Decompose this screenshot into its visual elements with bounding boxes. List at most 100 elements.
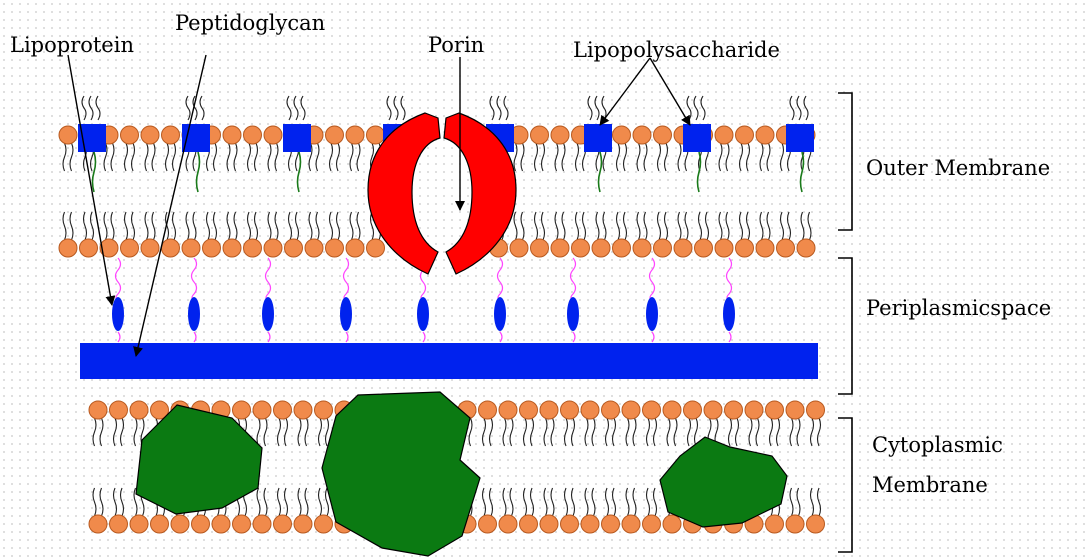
lipopolysaccharide-icon [283, 96, 311, 192]
phospholipid-icon [141, 126, 159, 171]
phospholipid-icon [561, 488, 579, 533]
phospholipid-icon [110, 401, 128, 446]
cytoplasmic-label: Cytoplasmic [872, 433, 1003, 457]
phospholipid-icon [622, 401, 640, 446]
phospholipid-icon [613, 212, 631, 257]
membrane-protein-icon [660, 437, 787, 527]
phospholipid-icon [766, 401, 784, 446]
lipoprotein-icon [494, 258, 506, 342]
phospholipid-icon [80, 212, 98, 257]
phospholipid-icon [745, 401, 763, 446]
porin-label: Porin [428, 33, 484, 57]
phospholipid-icon [253, 401, 271, 446]
lipoprotein-icon [567, 258, 579, 342]
phospholipid-icon [253, 488, 271, 533]
phospholipid-icon [674, 212, 692, 257]
phospholipid-icon [581, 401, 599, 446]
phospholipid-icon [633, 126, 651, 171]
phospholipid-icon [643, 401, 661, 446]
phospholipid-icon [695, 212, 713, 257]
phospholipid-icon [654, 126, 672, 171]
periplasmic-space-label: Periplasmicspace [866, 296, 1051, 320]
phospholipid-icon [59, 126, 77, 171]
phospholipid-icon [602, 401, 620, 446]
phospholipid-icon [531, 126, 549, 171]
phospholipid-icon [540, 401, 558, 446]
phospholipid-icon [715, 126, 733, 171]
phospholipid-icon [540, 488, 558, 533]
lipoprotein-icon [262, 258, 274, 342]
phospholipid-icon [479, 488, 497, 533]
phospholipid-icon [223, 126, 241, 171]
phospholipid-icon [244, 126, 262, 171]
phospholipid-icon [561, 401, 579, 446]
phospholipid-icon [274, 401, 292, 446]
phospholipid-icon [756, 126, 774, 171]
phospholipid-icon [499, 488, 517, 533]
phospholipid-icon [264, 126, 282, 171]
phospholipid-icon [602, 488, 620, 533]
lipoprotein-icon [646, 258, 658, 342]
lipoprotein-icon [340, 258, 352, 342]
phospholipid-icon [346, 212, 364, 257]
lipopolysaccharide-arrow-left [600, 58, 650, 125]
phospholipid-icon [203, 212, 221, 257]
phospholipid-icon [520, 401, 538, 446]
lipopolysaccharide-icon [786, 96, 814, 192]
phospholipid-icon [110, 488, 128, 533]
lipopolysaccharide-icon [78, 96, 106, 192]
phospholipid-icon [520, 488, 538, 533]
membrane-protein-icon [136, 405, 262, 514]
phospholipid-icon [807, 488, 825, 533]
phospholipid-icon [305, 212, 323, 257]
outer-membrane-bracket [838, 93, 852, 230]
phospholipid-icon [756, 212, 774, 257]
phospholipid-icon [182, 212, 200, 257]
lipoprotein-label: Lipoprotein [10, 33, 134, 57]
phospholipid-icon [121, 126, 139, 171]
phospholipid-icon [684, 401, 702, 446]
phospholipid-icon [592, 212, 610, 257]
phospholipid-icon [294, 401, 312, 446]
outer-membrane-label: Outer Membrane [866, 156, 1050, 180]
phospholipid-icon [654, 212, 672, 257]
phospholipid-icon [633, 212, 651, 257]
phospholipid-icon [622, 488, 640, 533]
phospholipid-icon [663, 401, 681, 446]
phospholipid-icon [285, 212, 303, 257]
phospholipid-icon [572, 212, 590, 257]
phospholipid-icon [551, 212, 569, 257]
lipoprotein-icon [112, 258, 124, 342]
phospholipid-icon [715, 212, 733, 257]
phospholipid-icon [244, 212, 262, 257]
phospholipid-icon [59, 212, 77, 257]
phospholipid-icon [264, 212, 282, 257]
phospholipid-icon [736, 126, 754, 171]
phospholipid-icon [643, 488, 661, 533]
phospholipid-icon [162, 126, 180, 171]
cytoplasmic-membrane-bracket [838, 418, 852, 552]
peptidoglycan-label: Peptidoglycan [175, 11, 325, 35]
phospholipid-icon [89, 401, 107, 446]
lipoprotein-icon [188, 258, 200, 342]
phospholipid-icon [807, 401, 825, 446]
phospholipid-icon [89, 488, 107, 533]
phospholipid-icon [581, 488, 599, 533]
phospholipid-icon [274, 488, 292, 533]
phospholipid-icon [777, 212, 795, 257]
phospholipid-icon [736, 212, 754, 257]
periplasmic-space-bracket [838, 258, 852, 394]
phospholipid-icon [479, 401, 497, 446]
phospholipid-icon [786, 401, 804, 446]
phospholipid-icon [121, 212, 139, 257]
lipopolysaccharide-icon [584, 96, 612, 192]
phospholipid-icon [510, 212, 528, 257]
phospholipid-icon [294, 488, 312, 533]
lipopolysaccharide-arrow-right [650, 58, 690, 125]
phospholipid-icon [346, 126, 364, 171]
phospholipid-icon [326, 126, 344, 171]
phospholipid-icon [326, 212, 344, 257]
phospholipid-icon [531, 212, 549, 257]
